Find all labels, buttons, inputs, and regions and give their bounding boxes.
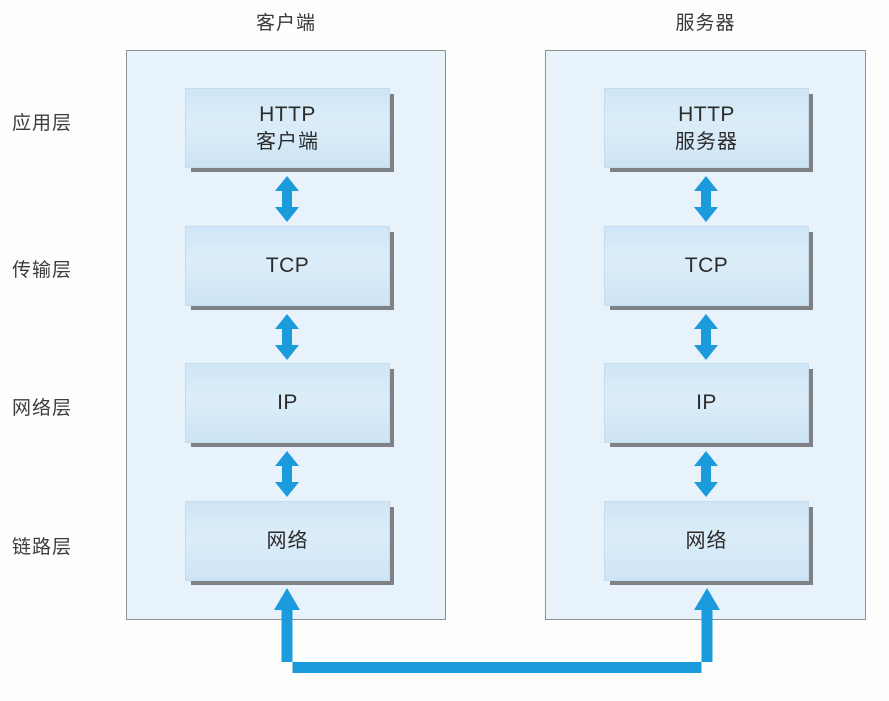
server-column-title: 服务器 [675, 13, 736, 34]
server-box-network[interactable]: IP [604, 363, 809, 443]
client-box-link[interactable]: 网络 [185, 501, 390, 581]
client-network-protocol: IP [277, 390, 298, 414]
server-application-protocol: HTTP [678, 102, 735, 126]
layer-label-transport: 传输层 [12, 260, 73, 281]
client-link-protocol: 网络 [266, 529, 309, 552]
layer-label-link: 链路层 [12, 537, 73, 558]
layer-label-application: 应用层 [12, 113, 73, 134]
client-box-transport[interactable]: TCP [185, 226, 390, 306]
client-transport-protocol: TCP [265, 253, 310, 277]
client-arrow-application-transport [274, 176, 300, 222]
server-arrow-transport-network [693, 314, 719, 360]
server-box-transport[interactable]: TCP [604, 226, 809, 306]
client-box-application[interactable]: HTTP 客户端 [185, 88, 390, 168]
client-column-title: 客户端 [255, 13, 316, 34]
server-box-link[interactable]: 网络 [604, 501, 809, 581]
server-link-protocol: 网络 [685, 529, 728, 552]
server-network-protocol: IP [696, 390, 717, 414]
client-box-network[interactable]: IP [185, 363, 390, 443]
server-arrow-application-transport [693, 176, 719, 222]
server-box-application[interactable]: HTTP 服务器 [604, 88, 809, 168]
client-application-role: 客户端 [256, 130, 319, 153]
client-arrow-transport-network [274, 314, 300, 360]
client-arrow-network-link [274, 451, 300, 497]
client-application-protocol: HTTP [259, 102, 316, 126]
layer-label-network: 网络层 [12, 398, 73, 419]
server-transport-protocol: TCP [684, 253, 729, 277]
server-application-role: 服务器 [675, 130, 738, 153]
server-arrow-network-link [693, 451, 719, 497]
